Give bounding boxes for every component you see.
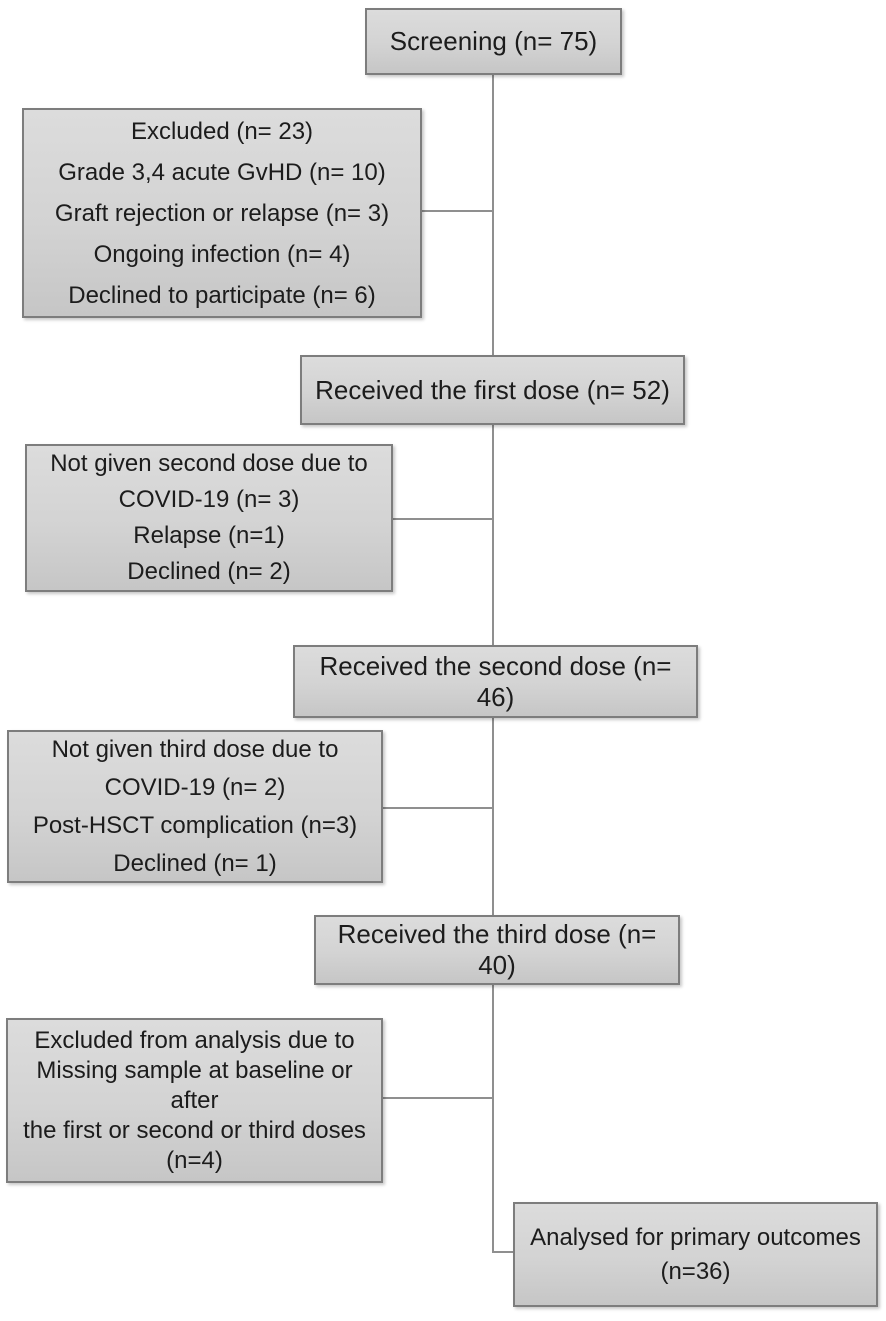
excluded-screening-line: Declined to participate (n= 6) (68, 281, 376, 309)
excluded-screening-box: Excluded (n= 23) Grade 3,4 acute GvHD (n… (22, 108, 422, 318)
first-dose-box: Received the first dose (n= 52) (300, 355, 685, 425)
connector-excluded-analysis (382, 1097, 493, 1099)
excluded-screening-line: Graft rejection or relapse (n= 3) (54, 199, 390, 227)
third-dose-label: Received the third dose (n= 40) (337, 919, 657, 980)
excluded-screening-line: Grade 3,4 acute GvHD (n= 10) (58, 158, 386, 186)
excluded-analysis-line: Missing sample at baseline or after (36, 1056, 353, 1114)
excluded-analysis-box: Excluded from analysis due to Missing sa… (6, 1018, 383, 1183)
third-dose-box: Received the third dose (n= 40) (314, 915, 680, 985)
screening-box: Screening (n= 75) (365, 8, 622, 75)
excluded-screening-line: Ongoing infection (n= 4) (93, 240, 351, 268)
excluded-analysis-line: Excluded from analysis due to (34, 1026, 355, 1054)
not-given-second-dose-line: Declined (n= 2) (127, 558, 291, 585)
connector-not-given-third-dose (382, 807, 493, 809)
excluded-analysis-line: the first or second or third doses (23, 1116, 366, 1144)
not-given-second-dose-box: Not given second dose due to COVID-19 (n… (25, 444, 393, 592)
not-given-third-dose-line: Not given third dose due to COVID-19 (n=… (51, 735, 339, 801)
excluded-screening-line: Excluded (n= 23) (130, 117, 314, 145)
not-given-third-dose-line: Declined (n= 1) (113, 849, 277, 877)
second-dose-label: Received the second dose (n= 46) (319, 650, 672, 712)
connector-not-given-second-dose (392, 518, 493, 520)
connector-excluded-screening (421, 210, 493, 212)
not-given-second-dose-line: Relapse (n=1) (133, 522, 285, 549)
analysed-box: Analysed for primary outcomes (n=36) (513, 1202, 878, 1307)
excluded-analysis-line: (n=4) (166, 1146, 223, 1174)
not-given-third-dose-box: Not given third dose due to COVID-19 (n=… (7, 730, 383, 883)
analysed-line: (n=36) (660, 1257, 731, 1285)
second-dose-box: Received the second dose (n= 46) (293, 645, 698, 718)
connector-analysed-elbow (492, 1251, 514, 1253)
not-given-third-dose-line: Post-HSCT complication (n=3) (32, 811, 358, 839)
not-given-second-dose-line: Not given second dose due to COVID-19 (n… (50, 450, 368, 513)
first-dose-label: Received the first dose (n= 52) (315, 374, 670, 405)
screening-label: Screening (n= 75) (389, 26, 598, 56)
analysed-line: Analysed for primary outcomes (530, 1223, 861, 1251)
